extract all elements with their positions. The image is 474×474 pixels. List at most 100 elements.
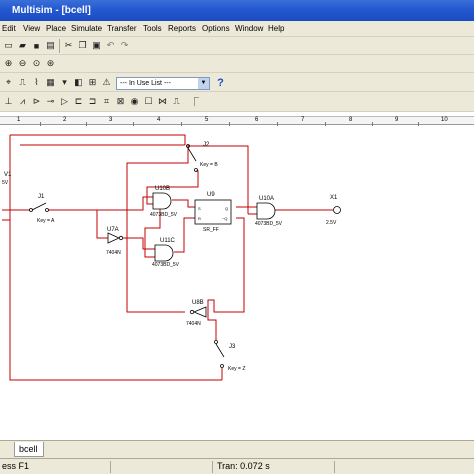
wire	[144, 243, 155, 258]
save-icon[interactable]: ■	[33, 40, 40, 51]
menu-view[interactable]: View	[23, 24, 41, 33]
menu-help[interactable]: Help	[268, 24, 285, 33]
and-gate-body	[256, 202, 276, 220]
wire	[9, 135, 222, 381]
u9-pin-s: S	[198, 206, 201, 211]
analog-icon[interactable]: ▷	[61, 96, 68, 106]
switch-terminal	[220, 364, 224, 368]
print-icon[interactable]: ▤	[46, 40, 55, 50]
u9-part: SR_FF	[203, 227, 219, 233]
gate-u10b[interactable]: U10B 4073BD_5V	[150, 186, 178, 218]
ruler-tick	[133, 122, 134, 126]
rf-icon[interactable]: ⋈	[158, 96, 167, 106]
source-icon[interactable]: ⊥	[4, 96, 13, 106]
inverter-body	[192, 306, 207, 318]
tab-bcell[interactable]: bcell	[14, 442, 44, 457]
redo-icon[interactable]: ↷	[120, 40, 129, 50]
wire-icon[interactable]: ⎍	[19, 77, 26, 87]
cut-icon[interactable]: ✂	[64, 40, 73, 50]
misc-icon[interactable]: ☐	[144, 96, 153, 106]
resistor-icon[interactable]: ⩘	[19, 96, 26, 106]
ruler-label: 4	[157, 117, 161, 123]
j3-key: Key = Z	[228, 366, 245, 372]
gate-u11c[interactable]: U11C 4073BD_5V	[152, 238, 180, 268]
switch-blade	[215, 343, 225, 358]
digital-misc-icon[interactable]: ⌗	[103, 96, 110, 106]
database-icon[interactable]: ⊞	[88, 77, 97, 87]
menu-options[interactable]: Options	[202, 24, 230, 33]
switch-j2[interactable]: J2 Key = B	[186, 142, 219, 172]
ttl-icon[interactable]: ⊏	[74, 96, 83, 106]
u10b-part: 4073BD_5V	[150, 212, 178, 218]
menu-place[interactable]: Place	[46, 24, 67, 33]
menu-simulate[interactable]: Simulate	[71, 24, 103, 33]
menu-tools[interactable]: Tools	[143, 24, 162, 33]
menu-window[interactable]: Window	[235, 24, 264, 33]
help-question-icon[interactable]: ?	[217, 76, 224, 89]
menu-reports[interactable]: Reports	[168, 24, 197, 33]
toolbar-separator	[59, 39, 60, 53]
paste-icon[interactable]: ▣	[92, 40, 101, 50]
bus-icon[interactable]: ⌇	[34, 77, 39, 87]
hierarchical-block-icon[interactable]: ⎾	[189, 97, 199, 107]
graph-icon[interactable]: ▦	[46, 77, 55, 87]
zoom-area-icon[interactable]: ⊙	[32, 58, 41, 68]
postprocessor-icon[interactable]: ◧	[74, 77, 83, 87]
wires	[2, 134, 333, 381]
and-gate-body	[152, 192, 172, 210]
standard-toolbar: ▭ ▰ ■ ▤ ✂ ❐ ▣ ↶ ↷	[0, 37, 474, 55]
ruler-label: 2	[63, 117, 67, 123]
j1-ref: J1	[38, 194, 45, 200]
switch-terminal	[194, 168, 198, 172]
wire	[10, 134, 186, 145]
schematic-canvas[interactable]: V1 5V J1 Key = A J2 Key = B J3 Key = Z	[0, 126, 474, 422]
copy-icon[interactable]: ❐	[78, 40, 87, 50]
mixed-icon[interactable]: ⊠	[116, 96, 125, 106]
cmos-icon[interactable]: ⊐	[88, 96, 97, 106]
u9-ref: U9	[207, 192, 215, 198]
erc-icon[interactable]: ⚠	[102, 77, 111, 87]
ruler-tick	[277, 122, 278, 126]
status-tran: Tran: 0.072 s	[212, 461, 332, 473]
gate-u10a[interactable]: U10A 4073BD_5V	[255, 196, 283, 227]
switch-blade	[187, 147, 197, 162]
switch-j1[interactable]: J1 Key = A	[29, 194, 56, 224]
electromechanical-icon[interactable]: ⎍	[173, 96, 180, 106]
zoom-in-icon[interactable]: ⊕	[4, 58, 13, 68]
inverter-bubble	[118, 235, 124, 241]
status-bar: ess F1 Tran: 0.072 s	[0, 458, 474, 474]
menu-transfer[interactable]: Transfer	[107, 24, 137, 33]
flipflop-u9[interactable]: U9 S R Q ~Q SR_FF	[194, 192, 232, 233]
probe-x1[interactable]: X1 2.5V	[326, 195, 341, 226]
inverter-bubble	[189, 309, 195, 315]
status-cell	[110, 461, 210, 473]
component-icon[interactable]: ⌖	[5, 77, 12, 87]
j2-key: Key = B	[200, 162, 218, 168]
switch-terminal	[186, 144, 190, 148]
ruler-label: 9	[395, 117, 399, 123]
menu-edit[interactable]: Edit	[2, 24, 16, 33]
zoom-out-icon[interactable]: ⊖	[18, 58, 27, 68]
undo-icon[interactable]: ↶	[106, 40, 115, 50]
components-toolbar: ⊥ ⩘ ⊳ ⊸ ▷ ⊏ ⊐ ⌗ ⊠ ◉ ☐ ⋈ ⎍ ⎾	[0, 92, 474, 112]
indicator-icon[interactable]: ◉	[130, 96, 139, 106]
v1-ref[interactable]: V1	[4, 172, 12, 178]
open-folder-icon[interactable]: ▰	[19, 40, 26, 50]
new-file-icon[interactable]: ▭	[4, 40, 13, 50]
inverter-u7a[interactable]: U7A 7404N	[106, 227, 124, 256]
grapher-dropdown-icon[interactable]: ▾	[62, 77, 67, 87]
ruler-tick	[229, 122, 230, 126]
chevron-down-icon[interactable]: ▼	[198, 78, 209, 89]
diode-icon[interactable]: ⊳	[32, 96, 41, 106]
transistor-icon[interactable]: ⊸	[46, 96, 55, 106]
inverter-u8b[interactable]: U8B 7404N	[186, 300, 207, 327]
ruler-label: 8	[349, 117, 353, 123]
zoom-fit-icon[interactable]: ⊛	[46, 58, 55, 68]
j1-key: Key = A	[37, 218, 55, 224]
flipflop-body	[194, 199, 232, 225]
menu-bar: Edit View Place Simulate Transfer Tools …	[0, 21, 474, 37]
in-use-list-combo[interactable]: --- In Use List --- ▼	[116, 77, 210, 90]
ruler-tick	[418, 122, 419, 126]
switch-j3[interactable]: J3 Key = Z	[214, 340, 246, 373]
in-use-list-value: --- In Use List ---	[120, 80, 171, 87]
